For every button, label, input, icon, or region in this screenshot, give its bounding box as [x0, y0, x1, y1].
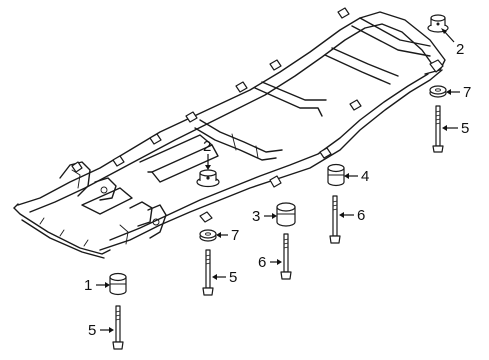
cushion-3: [276, 202, 296, 227]
callout-2-center: 2: [203, 138, 211, 155]
bolt-6-center: [280, 233, 292, 280]
bolt-5-rear: [432, 105, 444, 153]
callout-1: 1: [84, 277, 92, 294]
washer-7-front: [199, 229, 217, 242]
body-mount-2-center: [196, 169, 220, 188]
callout-5-rear: 5: [461, 120, 469, 137]
cushion-4: [327, 163, 345, 187]
bolt-5-center: [202, 249, 214, 296]
callout-5-front: 5: [88, 322, 96, 339]
callout-leaders: [96, 28, 460, 333]
callout-6-center: 6: [258, 254, 266, 271]
vehicle-frame: [13, 7, 446, 259]
body-mount-2-rear: [427, 14, 449, 33]
bolt-6-right: [329, 195, 341, 244]
callout-5-center: 5: [229, 269, 237, 286]
callout-4: 4: [361, 168, 369, 185]
callout-7-front: 7: [231, 227, 239, 244]
bolt-5-front: [112, 305, 124, 350]
callout-6-right: 6: [357, 207, 365, 224]
callout-2-rear: 2: [456, 41, 464, 58]
callout-3: 3: [252, 208, 260, 225]
cushion-1: [109, 272, 127, 296]
washer-7-rear: [429, 85, 447, 98]
callout-7-rear: 7: [463, 84, 471, 101]
